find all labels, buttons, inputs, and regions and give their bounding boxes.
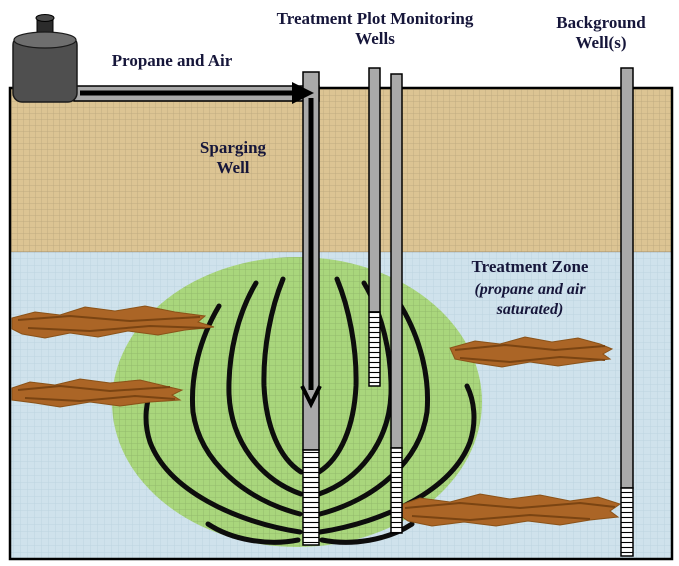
label-background-well-line1: Background bbox=[556, 13, 646, 32]
propane-tank bbox=[12, 14, 78, 103]
sparging-well-assembly bbox=[73, 71, 322, 546]
tank-top-ellipse bbox=[13, 31, 77, 49]
label-treatment-zone-line1: Treatment Zone bbox=[472, 257, 589, 276]
monitoring-well-1-screen bbox=[368, 311, 381, 387]
label-treatment-zone-line2: (propane and air bbox=[474, 281, 586, 298]
plume-streaks bbox=[17, 314, 616, 522]
plume-streak bbox=[17, 384, 176, 403]
background-well-casing bbox=[620, 67, 634, 489]
plume-streak bbox=[454, 343, 606, 364]
monitoring-well-2-screen bbox=[390, 447, 403, 534]
tank-valve-top bbox=[35, 14, 55, 22]
monitoring-well-2-casing bbox=[390, 73, 403, 449]
monitoring-wells bbox=[368, 67, 403, 534]
flow-line bbox=[205, 521, 301, 545]
sparging-well-screen bbox=[302, 449, 320, 546]
label-sparging-well-line1: Sparging bbox=[200, 138, 267, 157]
subsurface-border bbox=[8, 86, 674, 561]
label-monitoring-wells-line1: Treatment Plot Monitoring bbox=[277, 9, 474, 28]
flow-line bbox=[319, 521, 415, 545]
label-background-well-line2: Well(s) bbox=[576, 33, 627, 52]
label-treatment-zone-line3: saturated) bbox=[496, 301, 564, 318]
flow-line bbox=[316, 276, 359, 475]
background-well-screen bbox=[620, 487, 634, 557]
flow-line bbox=[261, 276, 304, 475]
flow-line bbox=[317, 383, 477, 535]
monitoring-well-1-casing bbox=[368, 67, 381, 313]
flow-line bbox=[317, 303, 430, 517]
plume-streak bbox=[17, 314, 206, 333]
label-monitoring-wells-line2: Wells bbox=[355, 29, 395, 48]
flow-line bbox=[226, 280, 304, 497]
label-propane-and-air: Propane and Air bbox=[112, 51, 233, 70]
labels: Treatment Plot Monitoring Wells Backgrou… bbox=[112, 9, 647, 318]
plume-streak bbox=[404, 501, 616, 522]
background-well bbox=[620, 67, 634, 557]
flow-line bbox=[143, 383, 303, 535]
propane-air-arrowhead-icon bbox=[292, 82, 314, 104]
downflow-arrowhead-icon bbox=[300, 385, 322, 409]
vadose-zone-grid bbox=[11, 89, 671, 252]
flow-line bbox=[190, 303, 303, 517]
label-sparging-well-line2: Well bbox=[216, 158, 249, 177]
